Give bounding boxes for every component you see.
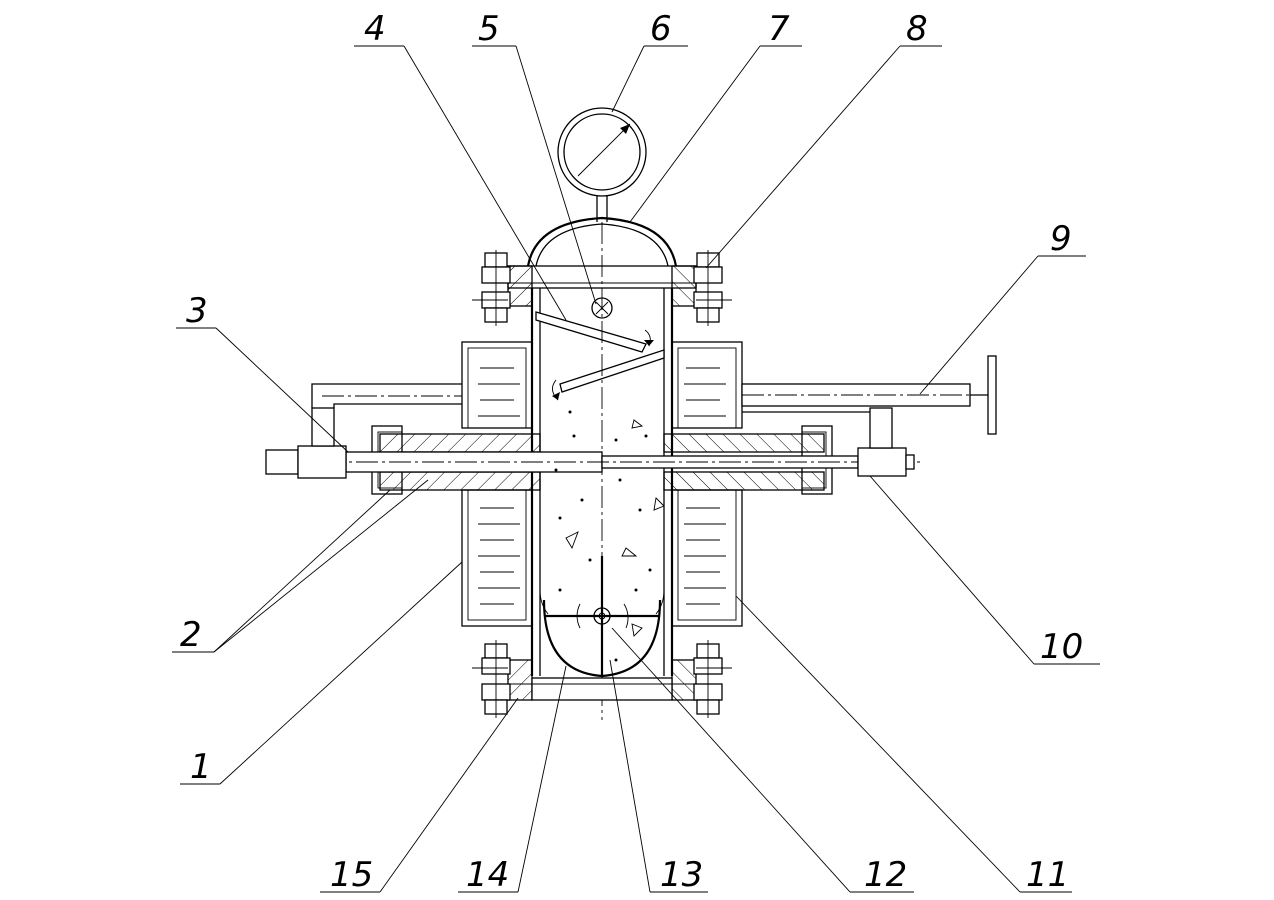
callout-8: 8 xyxy=(906,9,928,49)
particles xyxy=(554,410,665,662)
shaft xyxy=(265,445,920,479)
bottom-left-bolt xyxy=(472,640,511,718)
callout-6: 6 xyxy=(650,9,672,49)
impeller xyxy=(544,556,660,676)
bottom-right-bolt xyxy=(693,640,732,718)
callout-13: 13 xyxy=(660,855,703,895)
callout-3: 3 xyxy=(186,291,208,331)
upper-baffle xyxy=(535,311,654,353)
callout-11: 11 xyxy=(1026,855,1069,895)
callout-12: 12 xyxy=(864,855,907,895)
right-pipe xyxy=(741,355,997,449)
callout-14: 14 xyxy=(466,855,509,895)
callout-5: 5 xyxy=(478,9,500,49)
callout-1: 1 xyxy=(190,747,212,787)
top-right-bolt xyxy=(693,250,732,326)
leader-lines xyxy=(172,45,1100,893)
lower-baffle xyxy=(552,349,665,401)
left-pipe xyxy=(311,383,462,447)
callout-15: 15 xyxy=(330,855,373,895)
top-left-bolt xyxy=(472,250,511,326)
callout-4: 4 xyxy=(364,9,386,49)
callout-2: 2 xyxy=(180,615,202,655)
callout-10: 10 xyxy=(1040,627,1083,667)
left-bushing xyxy=(371,425,541,495)
callout-7: 7 xyxy=(768,9,790,49)
callout-9: 9 xyxy=(1050,219,1072,259)
pressure-gauge xyxy=(557,107,647,222)
bottom-flange xyxy=(507,659,697,701)
